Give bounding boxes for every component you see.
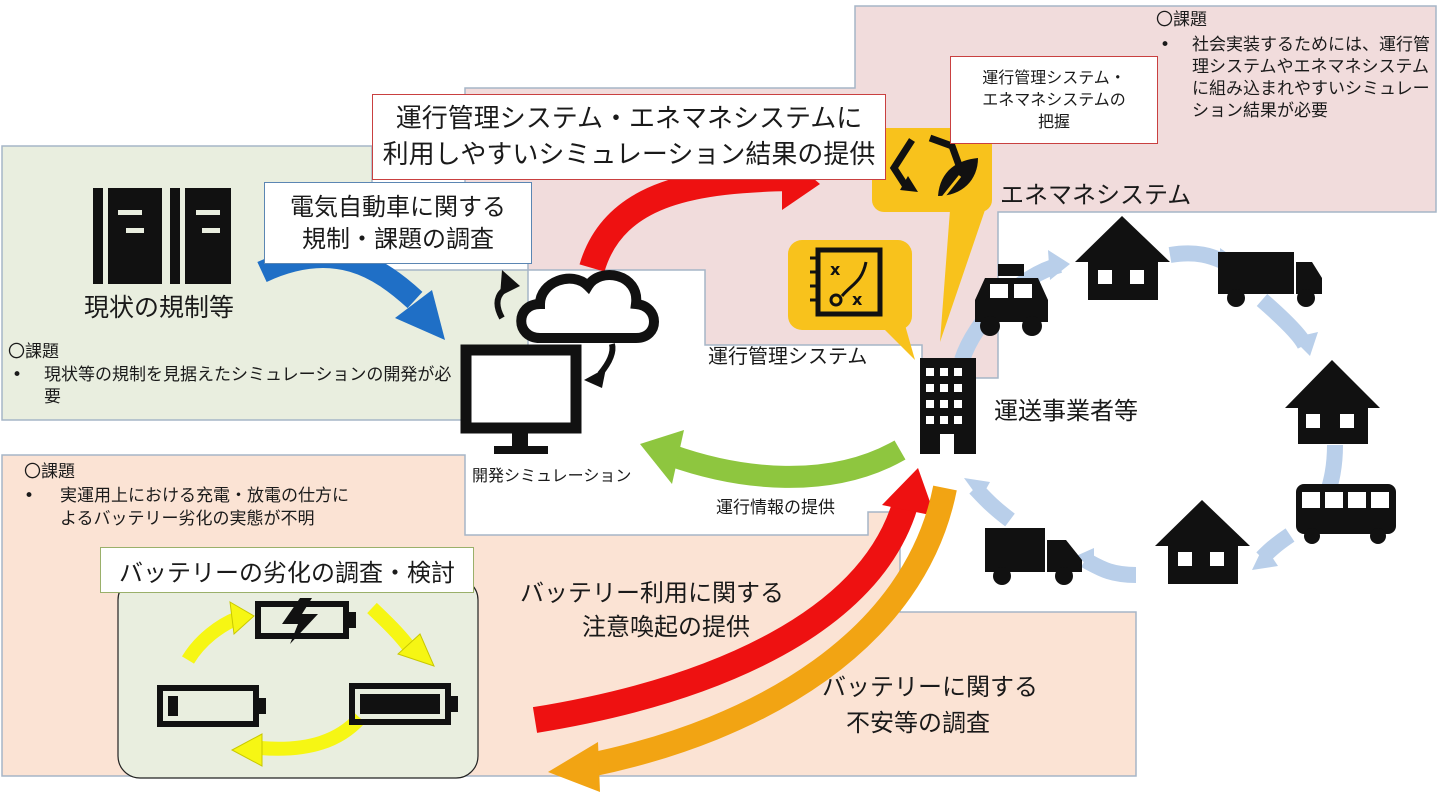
systems-issue-header: 〇課題 [1156, 10, 1207, 30]
orange-arrow-head [548, 742, 600, 792]
computer-monitor-icon [460, 344, 582, 454]
bus-icon [1296, 484, 1396, 544]
battery-issue-text-line1: 実運用上における充電・放電の仕方に [60, 486, 349, 506]
truck-icon [985, 528, 1082, 585]
regulation-issue-text: 現状等の規制を見据えたシミュレーションの開発が必要 [8, 364, 456, 408]
house-icon [1075, 216, 1170, 300]
office-building-icon [920, 358, 976, 454]
operator-label: 運送事業者等 [994, 397, 1138, 425]
systems-issue-text: 社会実装するためには、運行管理システムやエネマネシステムに組み込まれやすいシミュ… [1156, 34, 1430, 122]
battery-study-label: バッテリーの劣化の調査・検討 [119, 558, 455, 587]
systems-grasp-box: 運行管理システム・ エネマネシステムの 把握 [950, 56, 1158, 144]
regulation-issue-header: 〇課題 [8, 342, 59, 362]
cloud-sync-icon [494, 270, 659, 388]
battery-anxiety-line2: 不安等の調査 [846, 709, 990, 737]
regulation-survey-label-line1: 電気自動車に関する [290, 193, 506, 221]
regulation-survey-label-line2: 規制・課題の調査 [302, 225, 494, 253]
red-arrow-bottom-head [882, 468, 935, 516]
systems-grasp-line3: 把握 [1037, 112, 1070, 131]
strategy-board-icon: x x [788, 240, 915, 360]
battery-caution-line2: 注意喚起の提供 [582, 613, 750, 641]
battery-charging-icon [255, 598, 356, 644]
recycle-leaf-icon [872, 128, 992, 342]
house-icon [1285, 360, 1380, 444]
simulation-output-line1: 運行管理システム・エネマネシステムに [395, 104, 863, 134]
battery-cycle-heads [229, 601, 435, 767]
orange-arrow [587, 485, 957, 777]
systems-grasp-line1: 運行管理システム・ [982, 68, 1126, 87]
green-arrow-head [640, 430, 684, 484]
regulation-title: 現状の規制等 [84, 293, 235, 322]
simulation-output-line2: 利用しやすいシミュレーション結果の提供 [382, 140, 876, 170]
battery-study-label-box: バッテリーの劣化の調査・検討 [100, 547, 474, 593]
battery-low-icon [157, 685, 266, 727]
books-icon [93, 188, 231, 284]
house-icon [1155, 500, 1250, 584]
battery-caution-line1: バッテリー利用に関する [520, 579, 784, 607]
green-arrow [666, 440, 906, 488]
battery-issue-header: 〇課題 [24, 462, 75, 482]
blue-arrow-head [395, 290, 445, 340]
svg-text:x: x [852, 290, 863, 309]
ems-label: エネマネシステム [1000, 181, 1192, 209]
battery-issue-text-line2: よるバッテリー劣化の実態が不明 [60, 509, 315, 529]
battery-full-icon [349, 683, 458, 725]
operator-info-label: 運行情報の提供 [716, 498, 835, 518]
battery-issue-bullet: • [24, 486, 35, 506]
simulation-label: 開発シミュレーション [472, 466, 632, 485]
red-arrow-bottom [532, 500, 918, 733]
systems-grasp-line2: エネマネシステムの [982, 90, 1126, 109]
battery-anxiety-line1: バッテリーに関する [822, 673, 1038, 701]
truck-icon [1218, 252, 1322, 307]
svg-text:x: x [830, 260, 841, 279]
simulation-output-label-box: 運行管理システム・エネマネシステムに 利用しやすいシミュレーション結果の提供 [372, 94, 886, 180]
taxi-icon [975, 264, 1048, 336]
regulation-survey-label-box: 電気自動車に関する 規制・課題の調査 [264, 182, 532, 264]
ops-system-label: 運行管理システム [708, 344, 868, 368]
